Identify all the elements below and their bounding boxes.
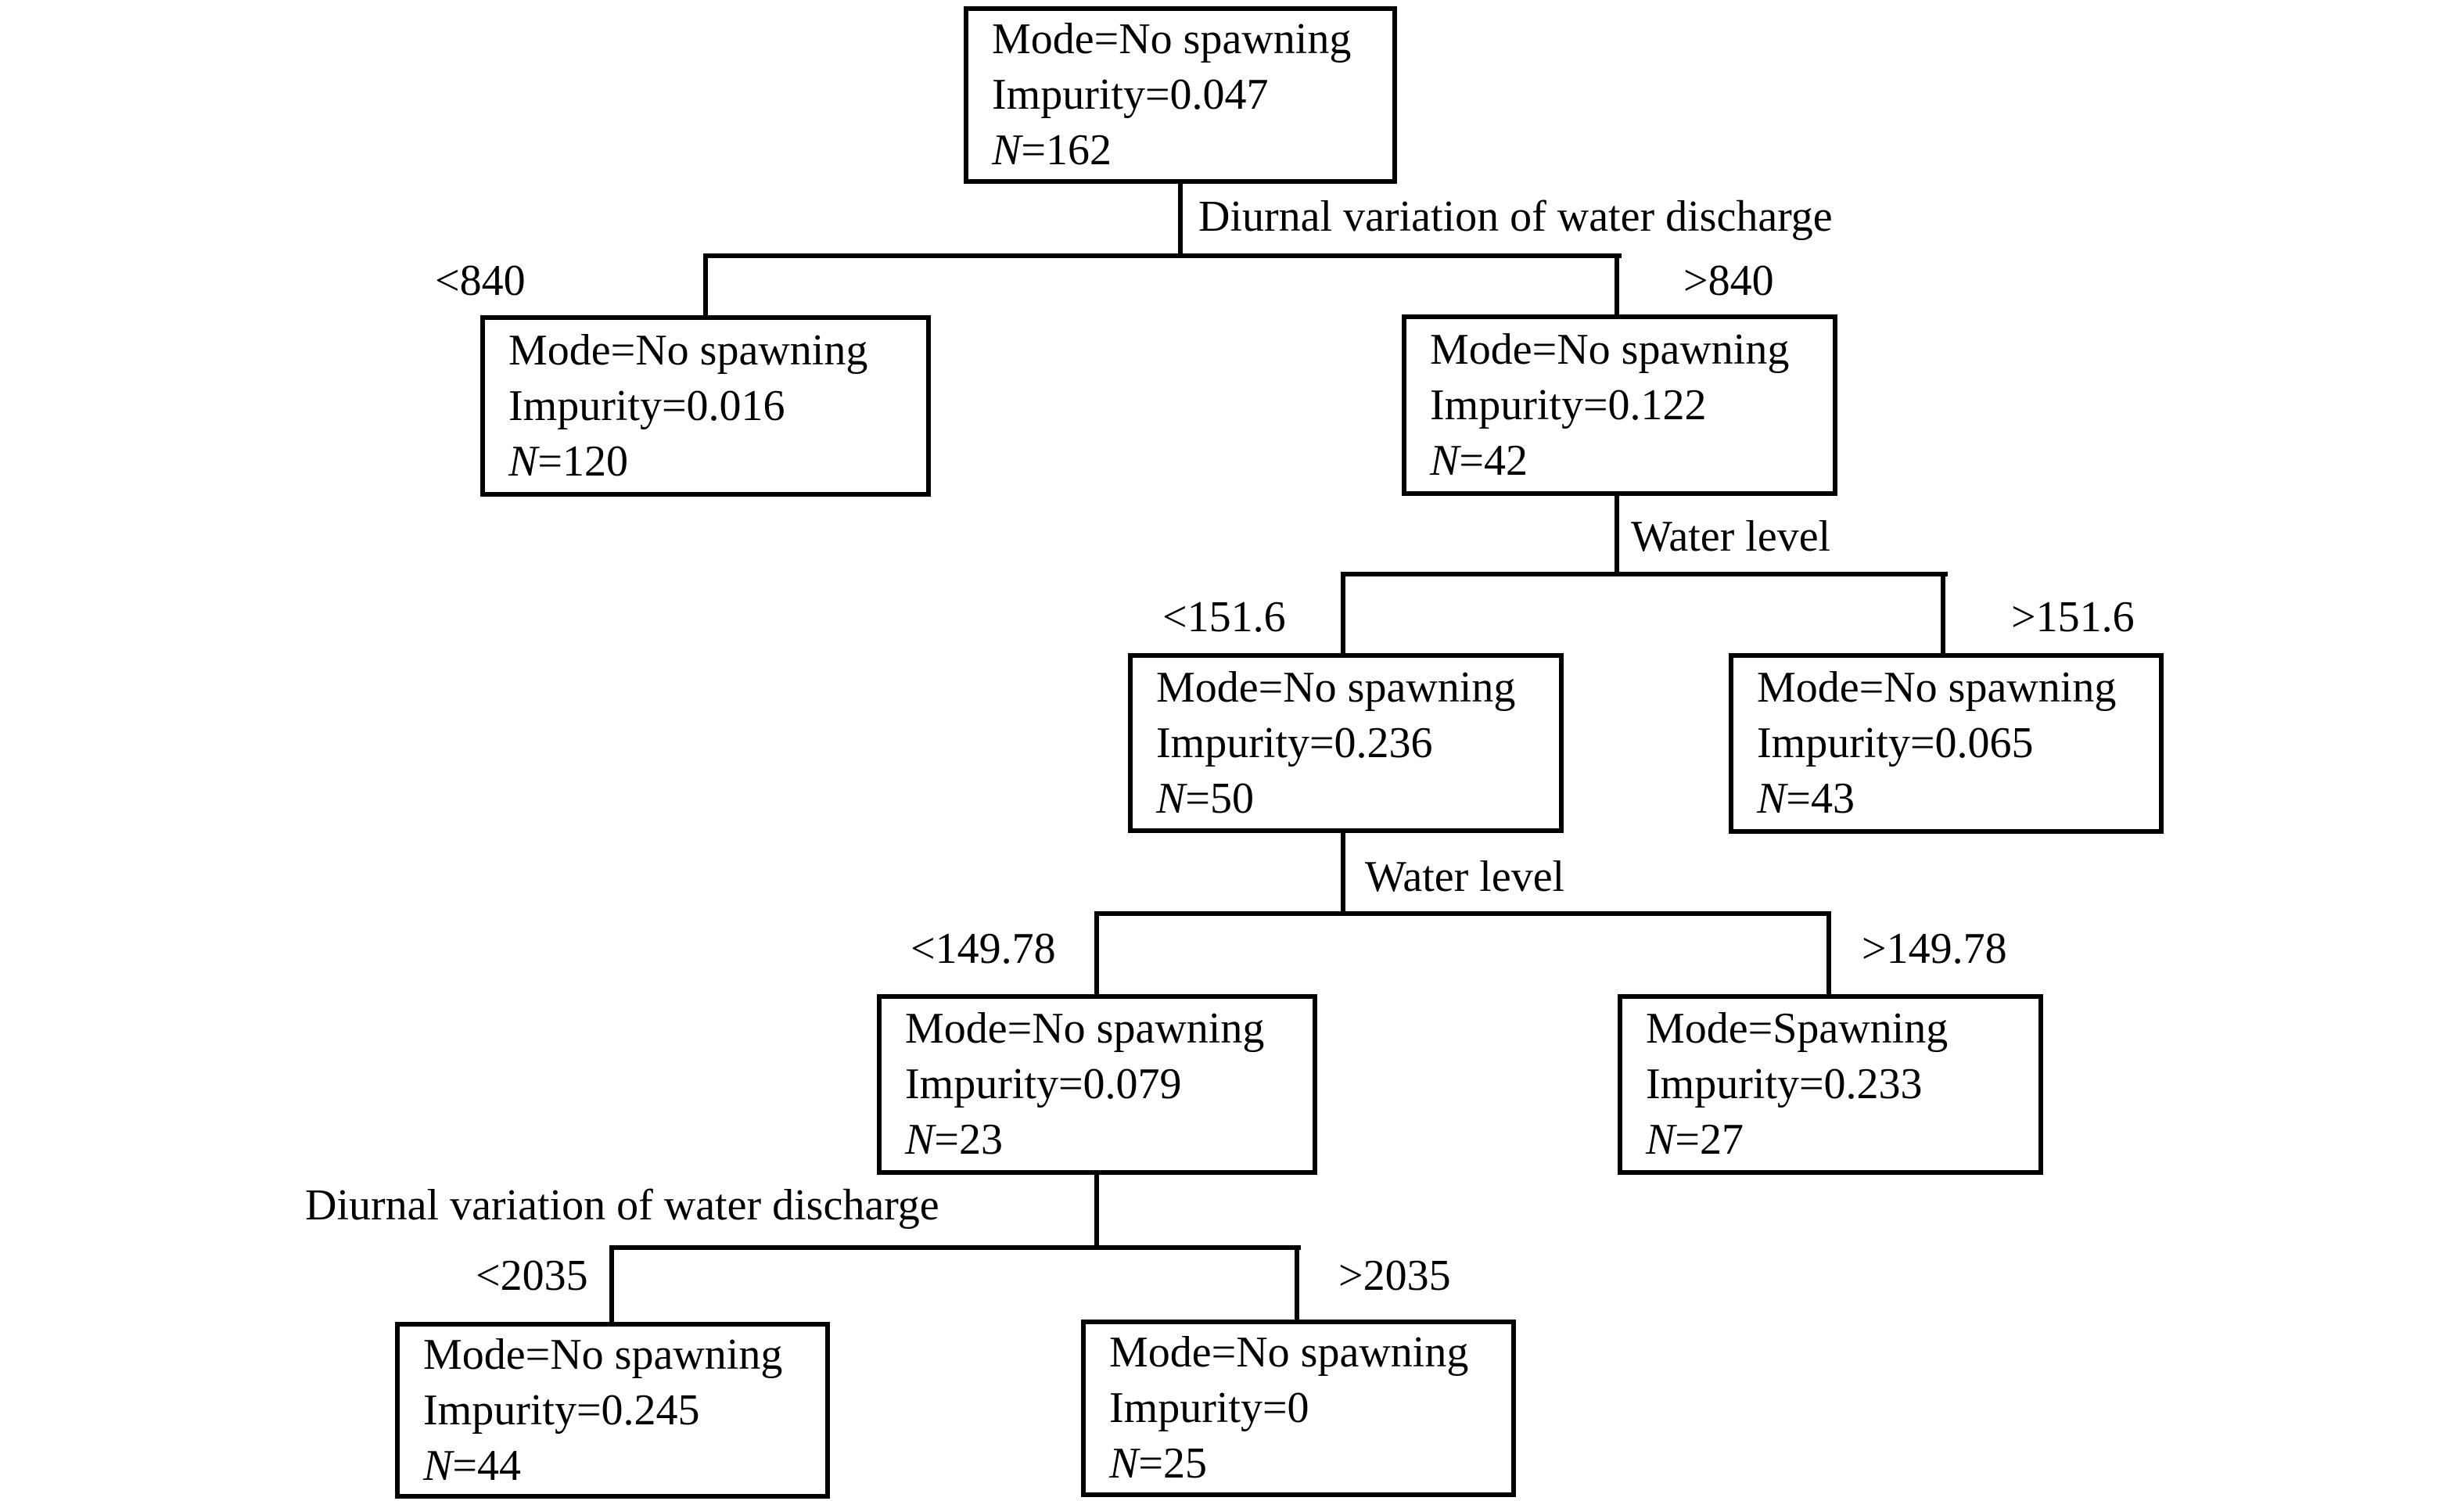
node-impurity-text: Impurity=0.233 bbox=[1646, 1060, 1923, 1108]
split3-right-threshold-label: >149.78 bbox=[1862, 925, 2007, 973]
split3-left-threshold-label: <149.78 bbox=[911, 925, 1056, 973]
node-mode-text: Mode=No spawning bbox=[423, 1330, 783, 1379]
n-count: =50 bbox=[1185, 774, 1254, 823]
connector-split4-right-drop bbox=[1295, 1245, 1299, 1324]
connector-split2-bar bbox=[1341, 572, 1948, 576]
n-symbol: N bbox=[1757, 774, 1787, 823]
tree-node-gt149-78: Mode=Spawning Impurity=0.233 N=27 bbox=[1618, 994, 2043, 1175]
n-symbol: N bbox=[423, 1441, 453, 1490]
connector-split4-stem bbox=[1094, 1175, 1099, 1250]
node-mode-text: Mode=No spawning bbox=[1757, 663, 2117, 712]
tree-node-lt151-6: Mode=No spawning Impurity=0.236 N=50 bbox=[1128, 653, 1564, 833]
connector-split3-bar bbox=[1094, 911, 1831, 916]
n-symbol: N bbox=[508, 436, 538, 486]
node-n-text: N=23 bbox=[905, 1112, 1313, 1168]
connector-split4-left-drop bbox=[609, 1245, 614, 1327]
node-n-text: N=162 bbox=[992, 123, 1392, 178]
connector-split2-right-drop bbox=[1941, 572, 1945, 658]
tree-node-root: Mode=No spawning Impurity=0.047 N=162 bbox=[964, 6, 1397, 184]
node-impurity-text: Impurity=0.079 bbox=[905, 1060, 1182, 1108]
connector-split3-left-drop bbox=[1094, 911, 1099, 999]
n-count: =25 bbox=[1138, 1439, 1207, 1488]
n-count: =27 bbox=[1675, 1115, 1744, 1164]
node-n-text: N=44 bbox=[423, 1438, 825, 1494]
tree-node-gt2035: Mode=No spawning Impurity=0 N=25 bbox=[1081, 1320, 1516, 1497]
n-count: =43 bbox=[1786, 774, 1855, 823]
connector-split2-left-drop bbox=[1341, 572, 1345, 658]
split2-variable-label: Water level bbox=[1631, 512, 1831, 561]
connector-split1-left-drop bbox=[703, 253, 708, 320]
node-mode-text: Mode=No spawning bbox=[992, 15, 1352, 63]
node-impurity-text: Impurity=0.047 bbox=[992, 70, 1269, 119]
n-symbol: N bbox=[1156, 774, 1186, 823]
split2-right-threshold-label: >151.6 bbox=[2011, 593, 2135, 641]
node-mode-text: Mode=No spawning bbox=[905, 1004, 1265, 1053]
n-symbol: N bbox=[905, 1115, 935, 1164]
split1-variable-label: Diurnal variation of water discharge bbox=[1198, 192, 1833, 241]
n-count: =120 bbox=[537, 436, 628, 486]
tree-node-lt149-78: Mode=No spawning Impurity=0.079 N=23 bbox=[877, 994, 1317, 1175]
split1-left-threshold-label: <840 bbox=[435, 257, 526, 305]
tree-node-lt2035: Mode=No spawning Impurity=0.245 N=44 bbox=[395, 1322, 830, 1499]
connector-split3-right-drop bbox=[1826, 911, 1831, 999]
n-symbol: N bbox=[992, 126, 1022, 174]
split2-left-threshold-label: <151.6 bbox=[1162, 593, 1286, 641]
node-impurity-text: Impurity=0.236 bbox=[1156, 718, 1433, 767]
connector-split1-bar bbox=[703, 253, 1622, 258]
connector-split2-stem bbox=[1615, 496, 1619, 576]
node-mode-text: Mode=No spawning bbox=[508, 325, 868, 375]
n-count: =23 bbox=[934, 1115, 1003, 1164]
split4-right-threshold-label: >2035 bbox=[1338, 1251, 1451, 1300]
split1-right-threshold-label: >840 bbox=[1683, 257, 1774, 305]
node-impurity-text: Impurity=0 bbox=[1109, 1384, 1309, 1432]
node-mode-text: Mode=No spawning bbox=[1430, 325, 1790, 374]
tree-node-gt151-6: Mode=No spawning Impurity=0.065 N=43 bbox=[1729, 653, 2164, 834]
node-n-text: N=25 bbox=[1109, 1436, 1511, 1492]
tree-node-gt840: Mode=No spawning Impurity=0.122 N=42 bbox=[1402, 314, 1837, 496]
n-count: =162 bbox=[1021, 126, 1112, 174]
split4-left-threshold-label: <2035 bbox=[476, 1251, 588, 1300]
node-mode-text: Mode=Spawning bbox=[1646, 1004, 1949, 1053]
node-impurity-text: Impurity=0.065 bbox=[1757, 719, 2034, 767]
node-impurity-text: Impurity=0.016 bbox=[508, 381, 785, 430]
node-n-text: N=120 bbox=[508, 434, 926, 490]
node-mode-text: Mode=No spawning bbox=[1109, 1328, 1469, 1377]
node-n-text: N=43 bbox=[1757, 771, 2159, 827]
node-n-text: N=50 bbox=[1156, 771, 1559, 827]
node-mode-text: Mode=No spawning bbox=[1156, 663, 1516, 712]
n-count: =44 bbox=[452, 1441, 521, 1490]
n-count: =42 bbox=[1459, 436, 1528, 485]
n-symbol: N bbox=[1109, 1439, 1139, 1488]
connector-split1-right-drop bbox=[1615, 253, 1619, 319]
split4-variable-label: Diurnal variation of water discharge bbox=[305, 1181, 939, 1230]
n-symbol: N bbox=[1646, 1115, 1676, 1164]
connector-split3-stem bbox=[1341, 833, 1345, 916]
tree-node-lt840: Mode=No spawning Impurity=0.016 N=120 bbox=[480, 315, 931, 497]
node-impurity-text: Impurity=0.245 bbox=[423, 1385, 700, 1435]
node-impurity-text: Impurity=0.122 bbox=[1430, 380, 1707, 429]
n-symbol: N bbox=[1430, 436, 1460, 485]
split3-variable-label: Water level bbox=[1365, 853, 1565, 901]
connector-root-stem bbox=[1178, 184, 1183, 258]
node-n-text: N=27 bbox=[1646, 1112, 2038, 1168]
node-n-text: N=42 bbox=[1430, 433, 1833, 489]
connector-split4-bar bbox=[609, 1245, 1301, 1250]
